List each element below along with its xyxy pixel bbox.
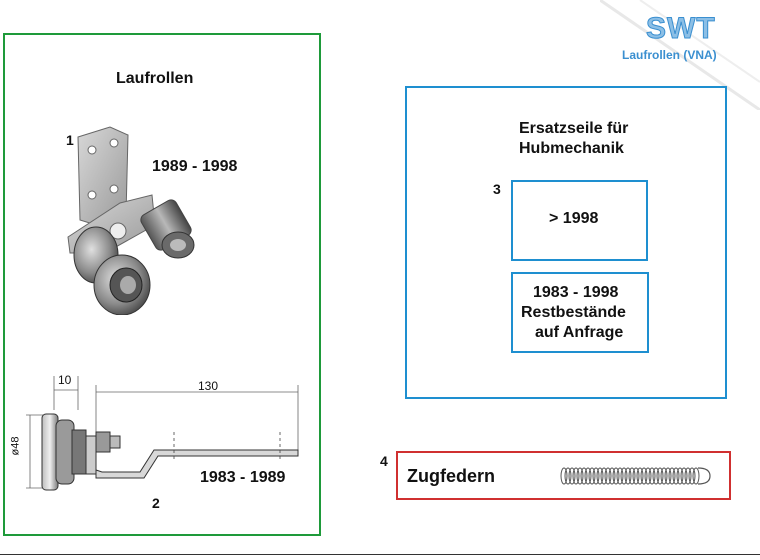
spring-coil: [588, 467, 596, 485]
spring-coil: [616, 467, 624, 485]
dimension-diameter-48: ø48: [9, 436, 22, 456]
tension-spring-icon: [560, 467, 711, 485]
spring-coil: [576, 467, 584, 485]
spring-coil: [688, 467, 696, 485]
rope-1983-1998-on-request: auf Anfrage: [535, 324, 624, 341]
bottom-divider: [0, 554, 760, 555]
item-1-number: 1: [66, 132, 74, 148]
spring-coil: [676, 467, 684, 485]
spring-coil: [680, 467, 688, 485]
spring-coil: [660, 467, 668, 485]
spring-coil: [592, 467, 600, 485]
spring-coil: [612, 467, 620, 485]
spring-coil: [580, 467, 588, 485]
item-3-number: 3: [493, 181, 501, 197]
spring-coil: [648, 467, 656, 485]
item-2-years: 1983 - 1989: [200, 469, 286, 486]
rope-1983-1998-remaining-stock: Restbestände: [521, 304, 626, 321]
spring-coil: [572, 467, 580, 485]
spring-coil: [608, 467, 616, 485]
spring-coil: [600, 467, 608, 485]
laufrollen-panel: [3, 33, 321, 536]
item-4-number: 4: [380, 453, 388, 469]
zugfedern-label: Zugfedern: [407, 466, 495, 486]
ersatzseile-title-line2: Hubmechanik: [519, 140, 624, 157]
rope-1983-1998-box: [511, 272, 649, 353]
spring-coil: [672, 467, 680, 485]
dimension-width-10: 10: [58, 373, 72, 387]
spring-coil: [684, 467, 692, 485]
rope-after-1998-box: [511, 180, 648, 261]
spring-coil: [596, 467, 604, 485]
logo-name: SWT: [646, 12, 716, 46]
spring-coil: [668, 467, 676, 485]
logo-subtitle: Laufrollen (VNA): [622, 48, 717, 62]
spring-coil: [644, 467, 652, 485]
spring-coil: [624, 467, 632, 485]
logo-stripe-graphic: [599, 0, 760, 112]
item-1-years: 1989 - 1998: [152, 158, 238, 175]
laufrollen-title: Laufrollen: [116, 70, 194, 87]
roller-1983-1989-technical-drawing: [26, 376, 299, 491]
spring-coil: [664, 467, 672, 485]
ersatzseile-title-line1: Ersatzseile für: [519, 120, 629, 137]
dimension-length-130: 130: [198, 379, 219, 393]
spring-coil: [584, 467, 592, 485]
spring-coil: [692, 467, 700, 485]
item-2-number: 2: [152, 495, 160, 511]
spring-coil: [620, 467, 628, 485]
spring-coil: [656, 467, 664, 485]
spring-coil: [568, 467, 576, 485]
spring-coil: [636, 467, 644, 485]
rope-after-1998-label: > 1998: [549, 210, 599, 227]
roller-1989-1998-illustration: [67, 126, 195, 315]
zugfedern-panel: [396, 451, 731, 500]
rope-1983-1998-years: 1983 - 1998: [533, 284, 619, 301]
spring-coil: [560, 467, 568, 485]
spring-coil: [564, 467, 572, 485]
spring-coil: [628, 467, 636, 485]
spring-coil: [632, 467, 640, 485]
spring-coil: [640, 467, 648, 485]
spring-coil: [604, 467, 612, 485]
logo: SWT Laufrollen (VNA): [599, 0, 760, 112]
spring-coil: [652, 467, 660, 485]
ersatzseile-panel: [405, 86, 727, 399]
